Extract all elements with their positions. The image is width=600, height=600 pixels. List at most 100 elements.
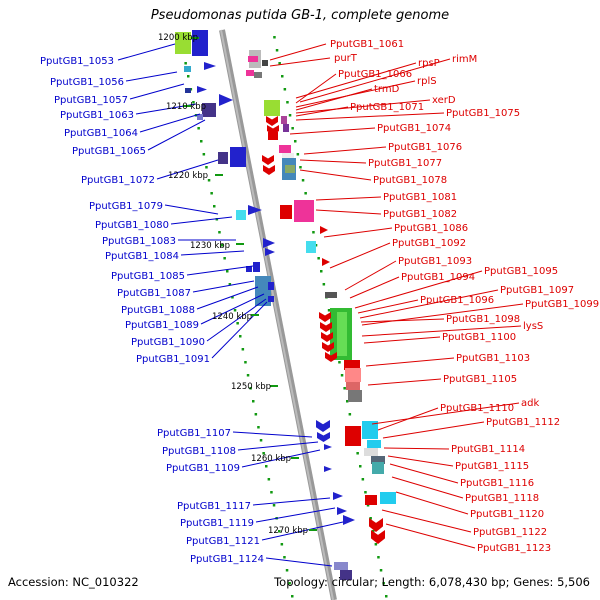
gene-label: PputGB1_1081	[383, 192, 457, 203]
leader-line	[269, 57, 331, 67]
leader-line	[295, 62, 417, 99]
gene-label: PputGB1_1093	[398, 256, 472, 267]
gene-block	[280, 205, 292, 219]
tick-dot	[223, 257, 226, 260]
gene-label: PputGB1_1121	[186, 536, 260, 547]
gene-block	[246, 266, 252, 272]
tick-dot	[205, 166, 208, 169]
leader-line	[299, 58, 451, 103]
gene-label: PputGB1_1124	[190, 554, 264, 565]
gene-label: PputGB1_1123	[477, 543, 551, 554]
tick-dot	[317, 257, 320, 260]
gene-label: PputGB1_1085	[111, 271, 185, 282]
kbp-label: 1260 kbp	[251, 454, 291, 464]
gene-label: PputGB1_1089	[125, 320, 199, 331]
leader-line	[377, 407, 439, 431]
tick-dot	[377, 556, 380, 559]
tick-dot	[288, 582, 291, 585]
tick-dot	[369, 517, 372, 520]
tick-dot	[291, 595, 294, 598]
gene-block	[254, 72, 262, 78]
gene-label: PputGB1_1103	[456, 353, 530, 364]
leader-line	[180, 250, 245, 256]
leader-line	[232, 431, 313, 438]
gene-arrow	[263, 165, 275, 175]
gene-arrow	[324, 444, 332, 450]
leader-line	[365, 357, 455, 367]
gene-label: purT	[334, 53, 358, 64]
leader-line	[156, 159, 219, 180]
gene-block	[282, 153, 294, 161]
tick-dot	[244, 361, 247, 364]
tick-dot	[226, 270, 229, 273]
gene-block	[371, 456, 385, 464]
leader-line	[361, 303, 524, 326]
gene-label: PputGB1_1072	[81, 175, 155, 186]
gene-label: adk	[521, 398, 539, 409]
leader-line	[329, 242, 391, 269]
leader-line	[186, 265, 254, 276]
leader-line	[299, 159, 367, 164]
gene-block	[362, 421, 378, 439]
tick-dot	[187, 75, 190, 78]
gene-arrow	[322, 342, 334, 352]
gene-block	[248, 56, 258, 62]
gene-block	[281, 116, 287, 124]
leader-line	[192, 280, 255, 293]
tick-dot	[210, 192, 213, 195]
tick-dot	[239, 335, 242, 338]
gene-label: PputGB1_1108	[162, 446, 236, 457]
leader-line	[349, 276, 400, 299]
gene-label: xerD	[432, 95, 456, 106]
tick-dot	[213, 205, 216, 208]
gene-label: PputGB1_1094	[401, 272, 475, 283]
gene-label: PputGB1_1074	[377, 123, 451, 134]
tick-dot	[257, 426, 260, 429]
gene-label: PputGB1_1064	[64, 128, 138, 139]
gene-label: PputGB1_1105	[443, 374, 517, 385]
tick-dot	[372, 530, 375, 533]
gene-label: PputGB1_1122	[473, 527, 547, 538]
tick-dot	[283, 556, 286, 559]
kbp-label: 1240 kbp	[212, 312, 252, 322]
gene-block	[262, 60, 268, 66]
gene-block	[345, 368, 361, 382]
gene-block	[334, 562, 348, 570]
gene-block	[175, 32, 191, 54]
leader-line	[170, 216, 233, 225]
leader-line	[361, 325, 522, 337]
tick-dot	[228, 283, 232, 286]
leader-line	[289, 127, 376, 135]
gene-block	[268, 296, 274, 302]
genome-backbone	[219, 29, 337, 600]
gene-arrow	[333, 492, 343, 500]
leader-line	[295, 99, 431, 114]
gene-block	[367, 440, 381, 448]
gene-arrow	[317, 432, 330, 442]
gene-features	[175, 30, 396, 580]
leader-line	[359, 289, 499, 319]
gene-block	[236, 210, 246, 220]
tick-dot	[361, 478, 365, 481]
kbp-label: 1230 kbp	[190, 241, 230, 251]
tick-dot	[207, 179, 211, 182]
leader-line	[299, 169, 372, 181]
gene-label: PputGB1_1077	[368, 158, 442, 169]
tick-dot	[281, 75, 284, 78]
gene-arrow	[324, 466, 332, 472]
leader-line	[295, 112, 445, 121]
leader-line	[303, 146, 387, 155]
gene-label: PputGB1_1109	[166, 463, 240, 474]
gene-arrow	[262, 155, 274, 165]
gene-block	[337, 312, 347, 356]
tick-dot	[267, 478, 271, 481]
gene-arrow	[325, 352, 337, 362]
gene-label: PputGB1_1099	[525, 299, 599, 310]
gene-arrow	[343, 515, 355, 525]
gene-label: PputGB1_1053	[40, 56, 114, 67]
leader-line	[125, 71, 178, 82]
tick-dot	[272, 504, 276, 507]
tick-dot	[285, 569, 289, 572]
leader-line	[295, 106, 349, 117]
gene-arrow	[321, 332, 333, 342]
